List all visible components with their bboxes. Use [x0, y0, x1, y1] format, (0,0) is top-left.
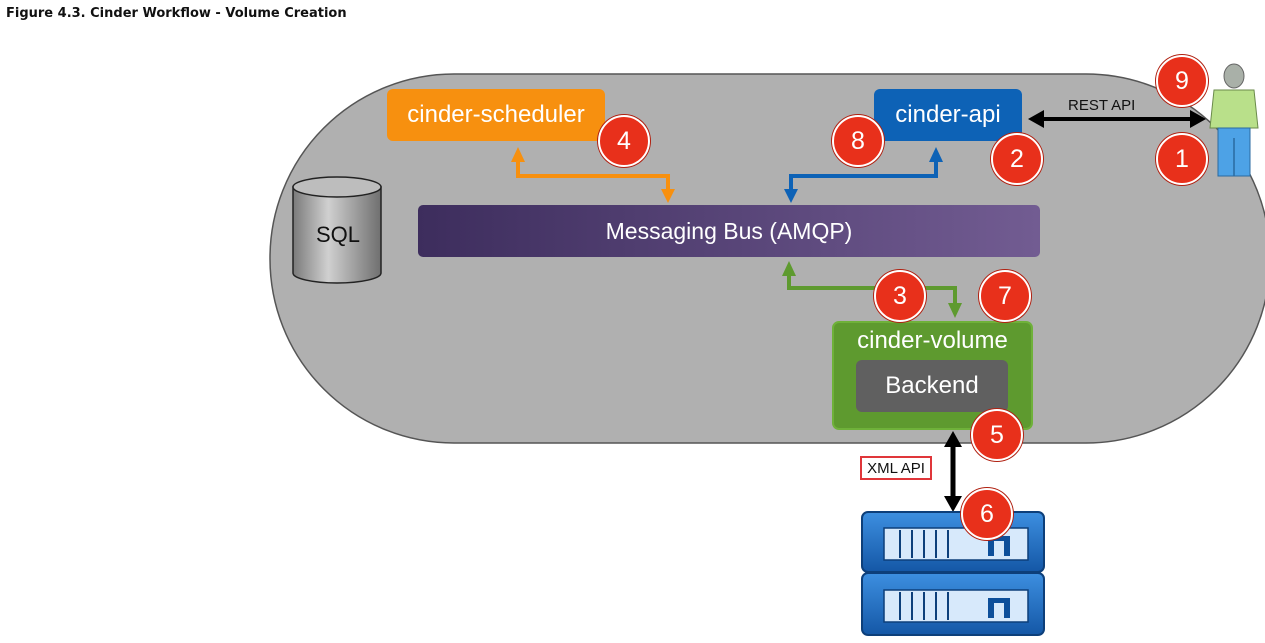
rest-api-arrow — [1028, 110, 1206, 128]
step-badge-3: 3 — [874, 270, 926, 322]
bus-arrowhead-blue — [784, 189, 798, 203]
bus-arrowhead-orange — [661, 189, 675, 203]
cinder-scheduler-box: cinder-scheduler — [387, 89, 605, 141]
step-badge-4: 4 — [598, 115, 650, 167]
bus-arrowhead-green — [782, 261, 796, 276]
bus-volume-arrow — [787, 275, 957, 304]
step-badge-5: 5 — [971, 409, 1023, 461]
api-arrowhead — [929, 147, 943, 162]
sql-database-icon — [292, 176, 382, 284]
rest-api-label: REST API — [1068, 97, 1136, 114]
volume-arrowhead — [948, 303, 962, 318]
xml-api-label: XML API — [860, 456, 932, 480]
scheduler-arrowhead — [511, 147, 525, 162]
figure-caption: Figure 4.3. Cinder Workflow - Volume Cre… — [6, 6, 347, 21]
storage-array-icon — [861, 511, 1045, 636]
step-badge-2: 2 — [991, 133, 1043, 185]
step-badge-7: 7 — [979, 270, 1031, 322]
user-icon — [1209, 63, 1259, 177]
backend-box: Backend — [856, 360, 1008, 412]
messaging-bus-box: Messaging Bus (AMQP) — [418, 205, 1040, 257]
step-badge-6: 6 — [961, 488, 1013, 540]
cinder-volume-label: cinder-volume — [857, 327, 1008, 354]
step-badge-1: 1 — [1156, 133, 1208, 185]
sql-label: SQL — [315, 222, 361, 247]
api-bus-arrow — [789, 160, 938, 190]
step-badge-9: 9 — [1156, 55, 1208, 107]
step-badge-8: 8 — [832, 115, 884, 167]
xml-api-arrow — [944, 431, 962, 512]
scheduler-bus-arrow — [516, 160, 670, 190]
cinder-api-box: cinder-api — [874, 89, 1022, 141]
